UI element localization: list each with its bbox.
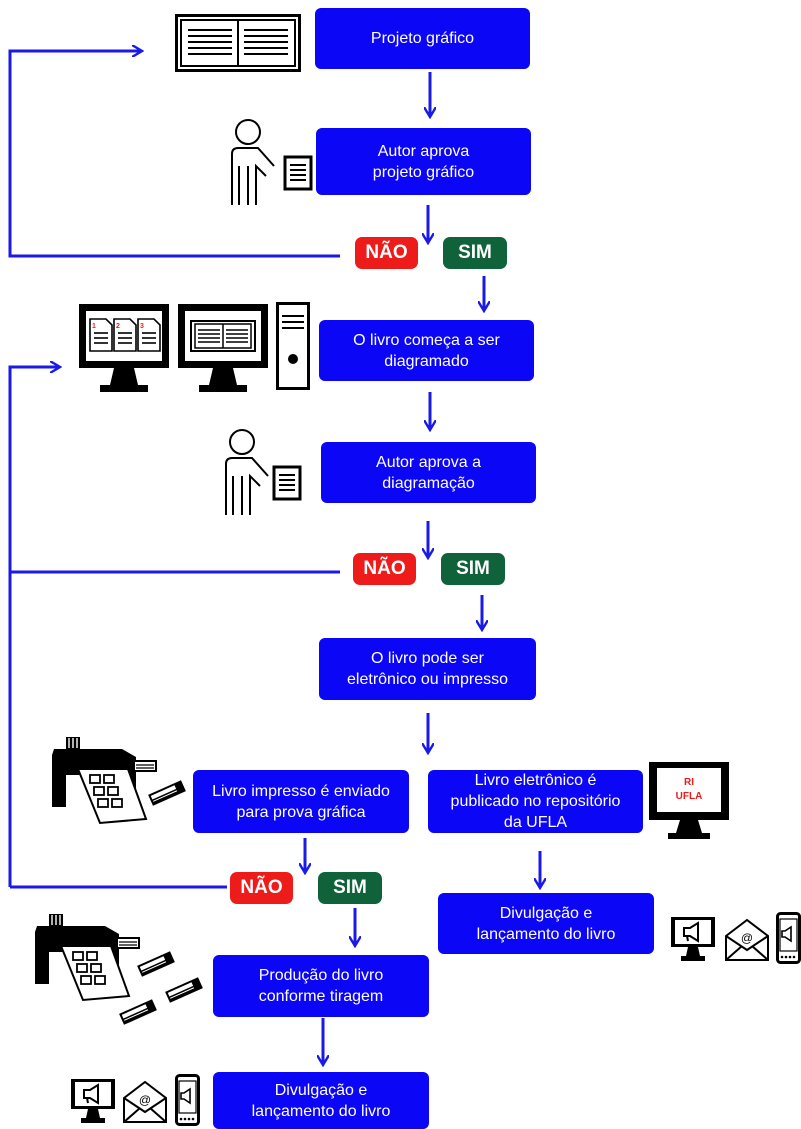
step-label: conforme tiragem: [258, 988, 384, 1005]
monitor-label: RI: [684, 777, 694, 788]
step-projeto-grafico: Projeto gráfico: [315, 8, 530, 69]
decision-yes: SIM: [318, 872, 382, 904]
step-label: para prova gráfica: [236, 803, 366, 821]
books-icon: [119, 951, 203, 1025]
step-label: Autor aprova a: [376, 453, 481, 471]
step-livro-eletronico: Livro eletrônico é publicado no repositó…: [428, 770, 643, 833]
step-label: diagramado: [384, 352, 469, 370]
decision-yes: SIM: [441, 553, 505, 585]
monitor-pages-icon: 1 2 3: [79, 304, 169, 392]
step-label: eletrônico ou impresso: [347, 671, 508, 688]
step-label: Autor aprova: [377, 142, 470, 160]
step-livro-impresso: Livro impresso é enviado para prova gráf…: [193, 770, 409, 833]
step-label: Produção do livro: [258, 967, 384, 984]
step-label: Livro eletrônico é: [474, 772, 597, 789]
step-label: lançamento do livro: [476, 925, 616, 943]
step-label: diagramação: [382, 474, 475, 492]
step-autor-aprova-projeto: Autor aprova projeto gráfico: [316, 128, 531, 195]
phone-megaphone-icon: [175, 1074, 200, 1126]
monitor-label: UFLA: [676, 791, 703, 802]
step-label: Livro impresso é enviado: [212, 782, 390, 800]
step-label: Projeto gráfico: [370, 30, 475, 47]
step-label: Divulgação e: [499, 904, 593, 922]
printer-icon: [52, 737, 157, 825]
monitor-layout-icon: [178, 304, 268, 392]
printer-icon: [35, 914, 140, 1002]
decision-no: NÃO: [230, 872, 293, 904]
document-spread-icon: [175, 14, 301, 72]
computer-tower-icon: [276, 302, 310, 390]
loop-back-1: [8, 51, 340, 258]
step-divulgacao-impresso: Divulgação e lançamento do livro: [213, 1072, 429, 1129]
step-livro-diagramado: O livro começa a ser diagramado: [319, 320, 534, 381]
step-autor-aprova-diagramacao: Autor aprova a diagramação: [321, 442, 536, 503]
step-label: O livro começa a ser: [353, 331, 500, 349]
person-document-icon: [225, 429, 302, 515]
step-label: da UFLA: [503, 814, 568, 831]
step-label: lançamento do livro: [251, 1102, 391, 1120]
step-label: publicado no repositório: [450, 793, 621, 810]
loop-back-2: [8, 367, 340, 574]
monitor-ri-icon: RI UFLA: [649, 762, 729, 839]
step-divulgacao-eletronico: Divulgação e lançamento do livro: [438, 893, 654, 954]
svg-text:@: @: [139, 1093, 151, 1107]
page-number: 3: [140, 323, 144, 330]
decision-yes: SIM: [443, 237, 507, 269]
books-icon: [148, 780, 186, 806]
decision-no: NÃO: [353, 553, 416, 585]
page-number: 2: [116, 323, 120, 330]
email-icon: @: [725, 918, 769, 961]
step-label: projeto gráfico: [372, 163, 475, 181]
phone-megaphone-icon: [776, 912, 801, 964]
person-document-icon: [231, 119, 313, 205]
step-eletronico-ou-impresso: O livro pode ser eletrônico ou impresso: [319, 638, 536, 700]
step-producao-livro: Produção do livro conforme tiragem: [213, 955, 429, 1017]
step-label: Divulgação e: [274, 1081, 368, 1099]
decision-no: NÃO: [355, 237, 418, 269]
email-icon: @: [123, 1080, 167, 1123]
megaphone-monitor-icon: [671, 917, 715, 961]
step-label: O livro pode ser: [371, 650, 484, 667]
megaphone-monitor-icon: [71, 1079, 115, 1123]
page-number: 1: [92, 323, 96, 330]
svg-text:@: @: [741, 931, 753, 945]
